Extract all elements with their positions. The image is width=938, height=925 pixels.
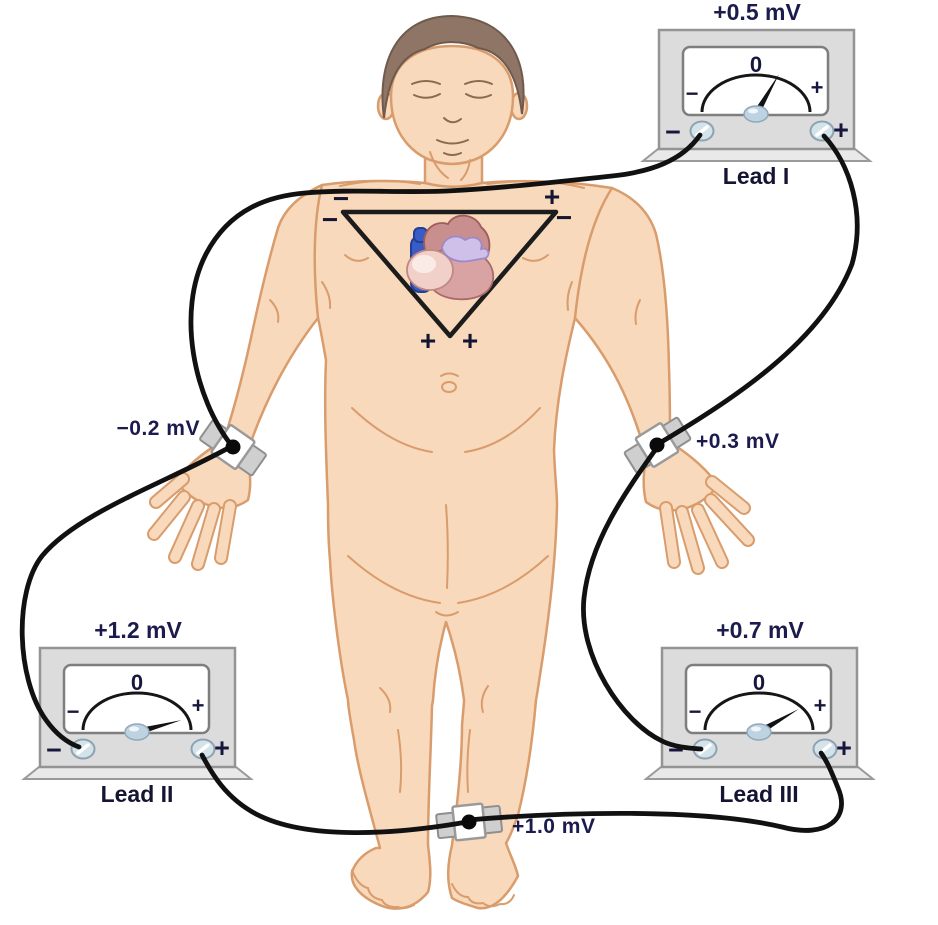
meter-terminal-negative (70, 738, 96, 760)
meter-zero-label: 0 (750, 52, 762, 77)
right-arm-voltage-label: −0.2 mV (116, 417, 200, 440)
meter-dial-minus: − (689, 699, 702, 724)
hair (381, 14, 525, 119)
terminal-plus-sign: + (214, 733, 230, 763)
arm-right-of-body (222, 183, 324, 458)
meter-dial-arc (703, 691, 815, 731)
heart (406, 214, 494, 301)
lead3-plus-sign: + (462, 325, 478, 356)
meter-terminal-positive (812, 738, 838, 760)
lead2-minus-sign: − (322, 204, 338, 235)
meter-lead-label: Lead III (719, 781, 798, 807)
face (389, 44, 515, 166)
meter-needle-hub (124, 723, 150, 741)
meter-terminal-positive (809, 120, 835, 142)
hub-highlight (129, 726, 139, 732)
meter-value: +0.7 mV (716, 617, 804, 643)
meter-zero-label: 0 (753, 670, 765, 695)
meter-dial-minus: − (67, 699, 80, 724)
terminal-minus-sign: − (668, 735, 684, 765)
meter-dial-minus: − (686, 81, 699, 106)
meter-base (21, 766, 254, 780)
hub-highlight (748, 108, 758, 114)
terminal-plus-sign: + (833, 115, 849, 145)
meter-lead-label: Lead II (101, 781, 174, 807)
meter-value: +0.5 mV (713, 0, 801, 25)
meter-base (643, 766, 876, 780)
meter-terminal-negative (692, 738, 718, 760)
meter-needle (752, 74, 779, 116)
meter-terminal-negative (689, 120, 715, 142)
meter-dial-arc (700, 73, 812, 113)
meter-dial-plus: + (192, 693, 205, 718)
terminal-minus-sign: − (665, 117, 681, 147)
meter-needle-hub (743, 105, 769, 123)
meter-base (640, 148, 873, 162)
meter-dial-plus: + (811, 75, 824, 100)
meter-zero-label: 0 (131, 670, 143, 695)
voltmeter-lead-1: +0.5 mV 0 − + − + Lead I (634, 0, 884, 198)
left-leg-voltage-label: +1.0 mV (512, 815, 596, 838)
voltmeter-lead-3: +0.7 mV 0 − + − + Lead III (637, 616, 887, 816)
meter-terminal-positive (190, 738, 216, 760)
meter-dial-plus: + (814, 693, 827, 718)
voltmeter-lead-2: +1.2 mV 0 − + − + Lead II (15, 616, 265, 816)
terminal-plus-sign: + (836, 733, 852, 763)
meter-lead-label: Lead I (723, 163, 789, 189)
lead3-minus-sign: − (556, 202, 572, 233)
hub-highlight (751, 726, 761, 732)
left-arm-voltage-label: +0.3 mV (696, 430, 780, 453)
lead2-plus-sign: + (420, 325, 436, 356)
terminal-minus-sign: − (46, 735, 62, 765)
meter-needle-hub (746, 723, 772, 741)
meter-value: +1.2 mV (94, 617, 182, 643)
